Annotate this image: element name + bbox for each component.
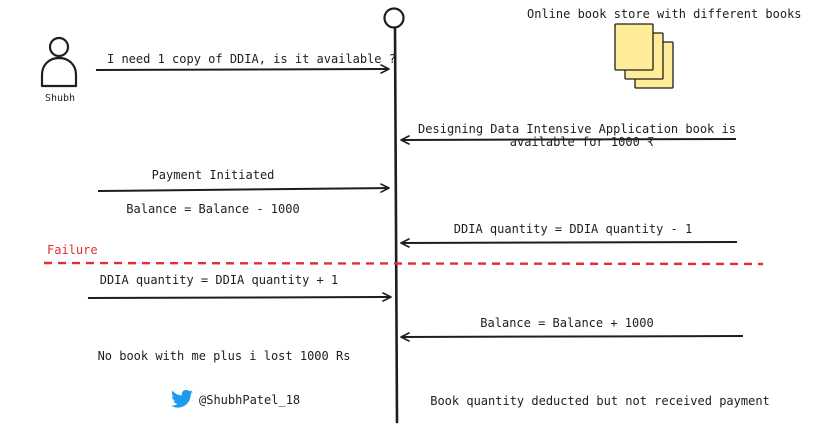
- actor-name: Shubh: [44, 93, 76, 104]
- quantity-decrement-arrow: [400, 238, 738, 248]
- request-message: I need 1 copy of DDIA, is it available ?: [107, 52, 396, 66]
- failure-divider: [43, 261, 764, 266]
- balance-credit-arrow: [400, 332, 744, 342]
- balance-debit-message: Balance = Balance - 1000: [126, 202, 300, 216]
- person-icon: [40, 36, 78, 88]
- payment-arrow: [97, 183, 390, 193]
- balance-credit-message: Balance = Balance + 1000: [480, 316, 654, 330]
- twitter-icon: [170, 389, 193, 408]
- quantity-increment-arrow: [87, 292, 392, 302]
- quantity-increment-message: DDIA quantity = DDIA quantity + 1: [99, 273, 339, 287]
- availability-arrow: [400, 135, 737, 145]
- store-caption: Online book store with different books: [527, 7, 802, 21]
- lifeline: [393, 26, 399, 424]
- user-outcome-note: No book with me plus i lost 1000 Rs: [97, 349, 351, 363]
- request-arrow: [95, 64, 390, 74]
- availability-message-line2: available for 1000 ₹: [509, 135, 655, 149]
- availability-message-line1: Designing Data Intensive Application boo…: [418, 122, 736, 136]
- lifeline-head: [383, 7, 405, 29]
- twitter-handle: @ShubhPatel_18: [199, 393, 301, 407]
- failure-label: Failure: [47, 243, 98, 257]
- payment-initiated-message: Payment Initiated: [151, 168, 275, 182]
- quantity-decrement-message: DDIA quantity = DDIA quantity - 1: [453, 222, 693, 236]
- store-outcome-note: Book quantity deducted but not received …: [430, 394, 770, 408]
- books-icon: [614, 23, 674, 89]
